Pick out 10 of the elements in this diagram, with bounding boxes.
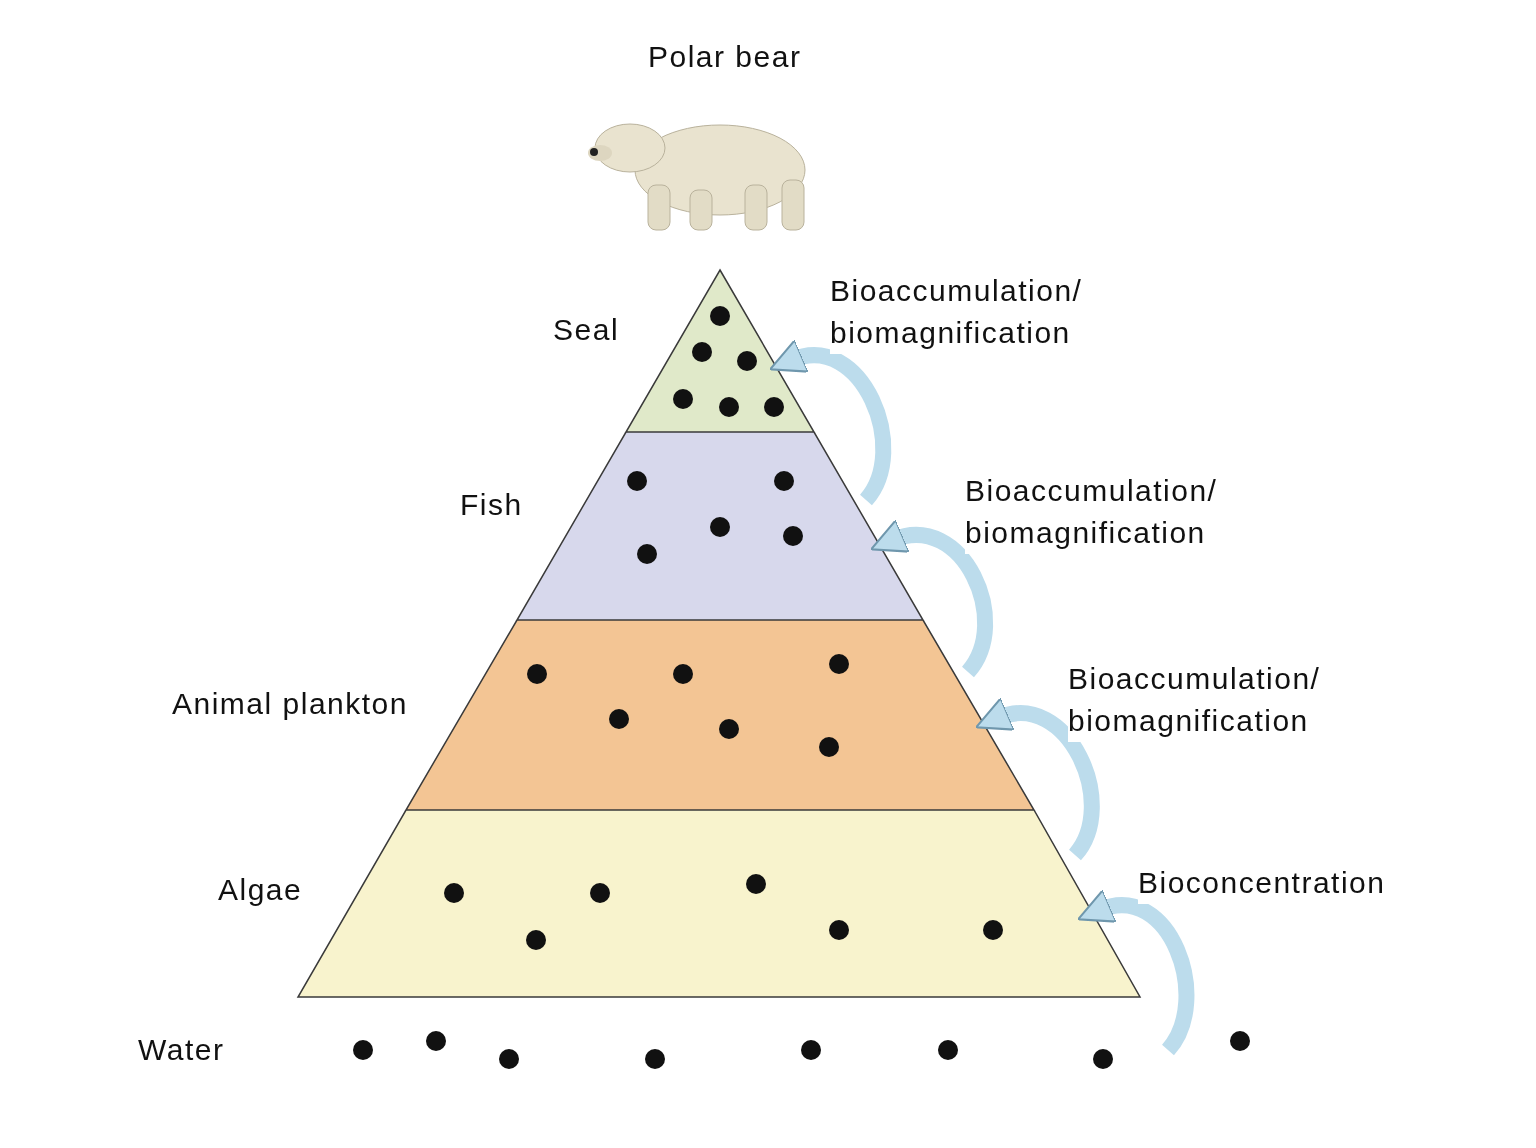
curved-arrow: [767, 339, 892, 505]
organism-label: Water: [138, 1032, 225, 1068]
organism-label: Seal: [553, 312, 620, 348]
curved-arrow: [869, 519, 994, 677]
organism-label: Algae: [218, 872, 303, 908]
curved-arrow: [974, 697, 1100, 860]
organism-label: Fish: [460, 487, 523, 523]
organism-label: Polar bear: [648, 39, 802, 75]
curved-arrow: [1076, 889, 1195, 1055]
organism-label: Animal plankton: [172, 686, 408, 722]
